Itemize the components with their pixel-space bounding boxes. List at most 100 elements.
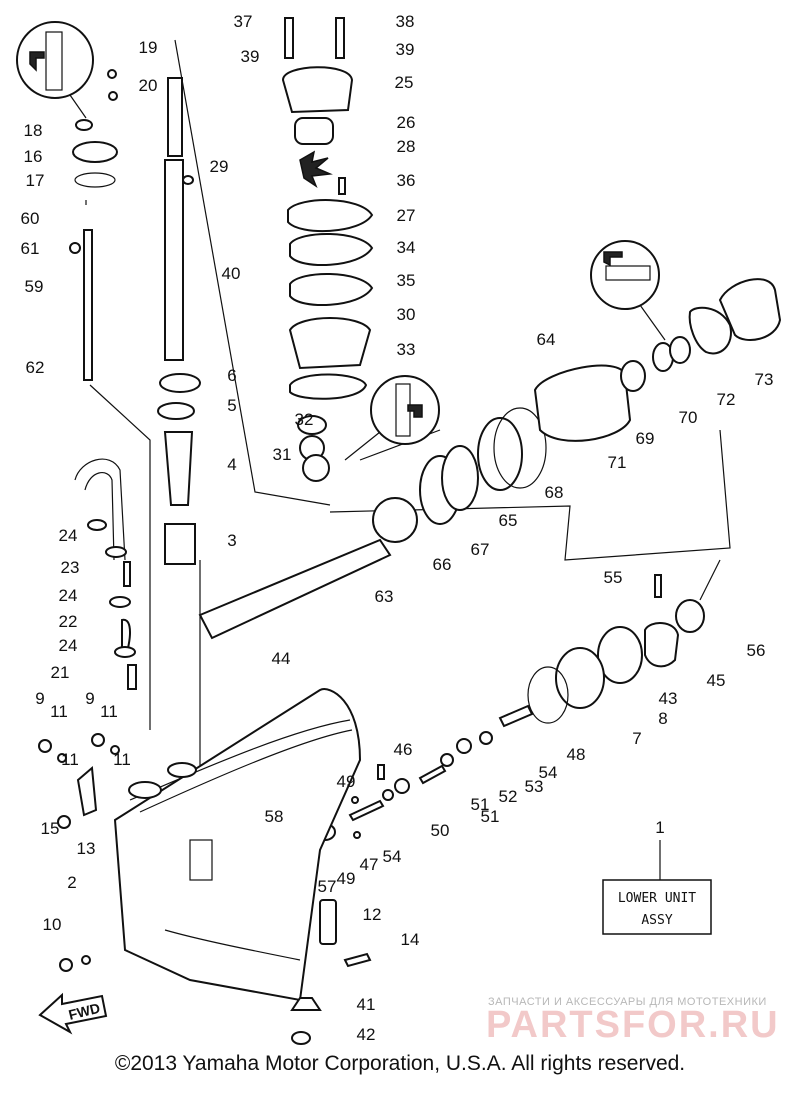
lower-unit-assy-box: LOWER UNIT ASSY — [602, 879, 712, 935]
part-number-label: 51 — [471, 795, 490, 814]
part-number-label: 2 — [67, 873, 76, 892]
part-number-label: 51 — [481, 807, 500, 826]
part-number-label: 22 — [59, 612, 78, 631]
part-number-label: 20 — [139, 76, 158, 95]
part-number-label: 71 — [608, 453, 627, 472]
part-number-label: 4 — [227, 455, 236, 474]
assy-box-line1: LOWER UNIT — [618, 891, 696, 906]
part-number-label: 67 — [471, 540, 490, 559]
anode-and-fasteners — [290, 899, 372, 1045]
part-number-label: 23 — [61, 558, 80, 577]
part-number-label: 52 — [499, 787, 518, 806]
part-number-label: 63 — [375, 587, 394, 606]
part-number-label: 34 — [397, 238, 416, 257]
part-number-label: 54 — [383, 847, 402, 866]
part-number-label: 61 — [21, 239, 40, 258]
part-number-label: 30 — [397, 305, 416, 324]
part-number-label: 1 — [655, 818, 664, 837]
part-number-label: 57 — [318, 877, 337, 896]
part-number-label: 73 — [755, 370, 774, 389]
part-number-label: 25 — [395, 73, 414, 92]
drive-shaft-seals — [157, 373, 201, 565]
fwd-arrow-icon: FWD — [38, 992, 108, 1035]
part-number-label: 72 — [717, 390, 736, 409]
part-number-label: 28 — [397, 137, 416, 156]
part-number-label: 54 — [539, 763, 558, 782]
part-number-label: 42 — [357, 1025, 376, 1044]
part-number-label: 46 — [394, 740, 413, 759]
part-number-label: 11 — [113, 750, 131, 769]
part-number-label: 39 — [241, 47, 260, 66]
part-number-label: 12 — [363, 905, 382, 924]
part-number-label: 39 — [396, 40, 415, 59]
part-number-label: 62 — [26, 358, 45, 377]
part-number-label: 58 — [265, 807, 284, 826]
part-number-label: 31 — [273, 445, 292, 464]
part-number-label: 8 — [658, 709, 667, 728]
part-number-label: 33 — [397, 340, 416, 359]
part-number-label: 21 — [51, 663, 70, 682]
drive-shaft — [164, 77, 194, 361]
part-number-label: 5 — [227, 396, 236, 415]
part-number-label: 64 — [537, 330, 556, 349]
part-number-label: 60 — [21, 209, 40, 228]
part-number-label: 47 — [360, 855, 379, 874]
part-number-label: 13 — [77, 839, 96, 858]
part-number-label: 65 — [499, 511, 518, 530]
grease-icon — [344, 375, 440, 461]
grease-icon — [16, 21, 94, 119]
part-number-label: 40 — [222, 264, 241, 283]
part-number-label: 37 — [234, 12, 253, 31]
part-number-label: 27 — [397, 206, 416, 225]
part-number-label: 26 — [397, 113, 416, 132]
propeller-shaft — [198, 278, 782, 640]
part-number-label: 18 — [24, 121, 43, 140]
part-number-label: 11 — [100, 702, 118, 721]
part-number-label: 50 — [431, 821, 450, 840]
part-number-label: 6 — [227, 366, 236, 385]
part-number-label: 69 — [636, 429, 655, 448]
part-number-label: 24 — [59, 526, 78, 545]
part-number-label: 9 — [35, 689, 44, 708]
part-number-label: 56 — [747, 641, 766, 660]
grease-icon — [590, 240, 666, 341]
part-number-label: 10 — [43, 915, 62, 934]
part-number-label: 43 — [659, 689, 678, 708]
part-number-label: 36 — [397, 171, 416, 190]
part-number-label: 55 — [604, 568, 623, 587]
part-number-label: 35 — [397, 271, 416, 290]
part-number-label: 70 — [679, 408, 698, 427]
part-number-label: 17 — [26, 171, 45, 190]
part-number-label: 66 — [433, 555, 452, 574]
part-number-label: 59 — [25, 277, 44, 296]
part-number-label: 16 — [24, 147, 43, 166]
part-number-label: 44 — [272, 649, 291, 668]
part-number-label: 19 — [139, 38, 158, 57]
part-number-label: 24 — [59, 636, 78, 655]
part-number-label: 68 — [545, 483, 564, 502]
watermark-brand: PARTSFOR.RU — [486, 1004, 780, 1046]
part-number-label: 11 — [61, 750, 79, 769]
part-number-label: 53 — [525, 777, 544, 796]
part-number-label: 49 — [337, 869, 356, 888]
fwd-label: FWD — [67, 1000, 102, 1023]
assy-box-line2: ASSY — [641, 913, 672, 928]
part-number-label: 45 — [707, 671, 726, 690]
part-number-label: 32 — [295, 410, 314, 429]
part-number-label: 14 — [401, 930, 420, 949]
part-number-label: 24 — [59, 586, 78, 605]
part-number-label: 29 — [210, 157, 229, 176]
part-number-label: 49 — [337, 772, 356, 791]
part-number-label: 9 — [85, 689, 94, 708]
gear-case — [38, 688, 362, 1002]
shift-rod-parts — [69, 69, 118, 381]
water-pump-parts — [281, 17, 374, 482]
part-number-label: 11 — [50, 702, 68, 721]
part-number-label: 15 — [41, 819, 60, 838]
water-tube-fittings — [74, 458, 137, 690]
watermark-tagline: ЗАПЧАСТИ И АКСЕССУАРЫ ДЛЯ МОТОТЕХНИКИ — [488, 996, 767, 1008]
clutch-and-gears — [314, 574, 705, 841]
copyright-footer: ©2013 Yamaha Motor Corporation, U.S.A. A… — [114, 1052, 686, 1075]
